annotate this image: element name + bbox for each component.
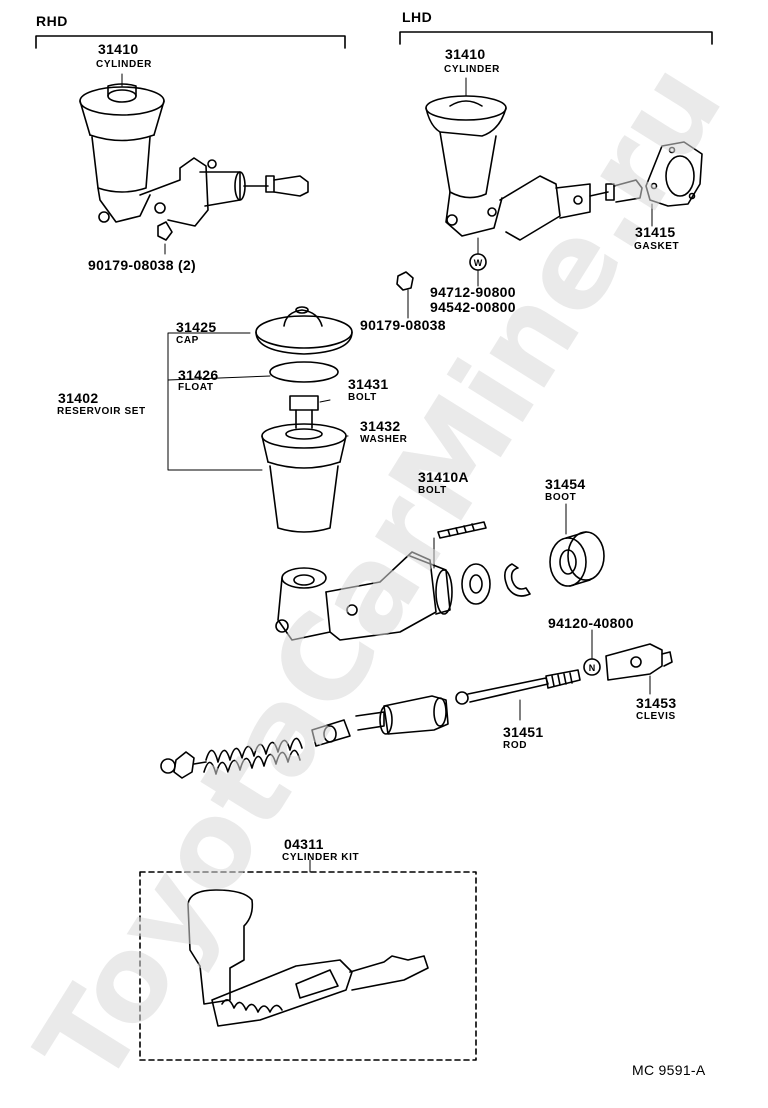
reservoir-set-number: 31402 — [58, 390, 99, 406]
cylinder-kit-drawing — [187, 889, 429, 1027]
boot-number: 31454 — [545, 476, 586, 492]
lhd-leader-lines — [407, 77, 653, 319]
rhd-cylinder-drawing — [79, 83, 309, 241]
lhd-nut2-number: 94542-00800 — [430, 299, 516, 315]
cap-drawing — [255, 306, 353, 355]
lhd-nut1-number: 94712-90800 — [430, 284, 516, 300]
reservoir-set-bracket — [167, 332, 349, 471]
rod-name: ROD — [503, 740, 528, 751]
w-circle-mark — [469, 253, 487, 271]
seal-drawing — [461, 563, 491, 605]
clevis-number: 31453 — [636, 695, 677, 711]
gasket-name: GASKET — [634, 241, 680, 252]
cylinder-body-drawing — [275, 551, 453, 641]
kit-number: 04311 — [284, 836, 324, 852]
piston-drawing — [311, 695, 449, 747]
boot-drawing — [549, 503, 605, 587]
rhd-bolt-number: 90179-08038 (2) — [88, 257, 197, 273]
reservoir-set-name: RESERVOIR SET — [57, 406, 146, 417]
clevis-nut-number: 94120-40800 — [548, 615, 634, 631]
cap-number: 31425 — [176, 319, 217, 335]
clevis-drawing — [605, 643, 673, 695]
lhd-bracket — [399, 31, 713, 45]
footer-code: MC 9591-A — [632, 1062, 706, 1078]
section-lhd: LHD — [402, 9, 433, 25]
snap-ring-drawing — [504, 563, 531, 597]
res-bolt-number: 31431 — [348, 376, 389, 392]
lhd-cylinder-drawing — [425, 95, 703, 241]
lhd-bolt-number: 90179-08038 — [360, 317, 446, 333]
float-drawing — [269, 361, 339, 383]
rhd-cylinder-number: 31410 — [98, 41, 139, 57]
spring-drawing — [160, 737, 303, 779]
w-circle-text: W — [474, 258, 483, 268]
lhd-cylinder-number: 31410 — [445, 46, 486, 62]
washer-name: WASHER — [360, 434, 408, 445]
reservoir-drawing — [261, 423, 347, 533]
cap-name: CAP — [176, 335, 199, 346]
kit-name: CYLINDER KIT — [282, 852, 360, 863]
lhd-bolt-drawing — [396, 271, 414, 291]
rhd-cylinder-name: CYLINDER — [96, 59, 152, 70]
stud-bolt-name: BOLT — [418, 485, 447, 496]
washer-number: 31432 — [360, 418, 401, 434]
stud-bolt-drawing — [433, 521, 487, 569]
stud-bolt-number: 31410A — [418, 469, 469, 485]
cylinder-kit-box — [139, 859, 477, 1061]
rod-drawing — [455, 669, 581, 721]
rhd-leader-lines — [121, 73, 166, 255]
boot-name: BOOT — [545, 492, 577, 503]
clevis-name: CLEVIS — [636, 711, 676, 722]
section-rhd: RHD — [36, 13, 68, 29]
n-circle-text: N — [589, 663, 596, 673]
float-name: FLOAT — [178, 382, 214, 393]
rhd-bracket — [35, 35, 346, 49]
lhd-cylinder-name: CYLINDER — [444, 64, 500, 75]
gasket-number: 31415 — [635, 224, 676, 240]
float-number: 31426 — [178, 367, 219, 383]
res-bolt-name: BOLT — [348, 392, 377, 403]
rod-number: 31451 — [503, 724, 544, 740]
